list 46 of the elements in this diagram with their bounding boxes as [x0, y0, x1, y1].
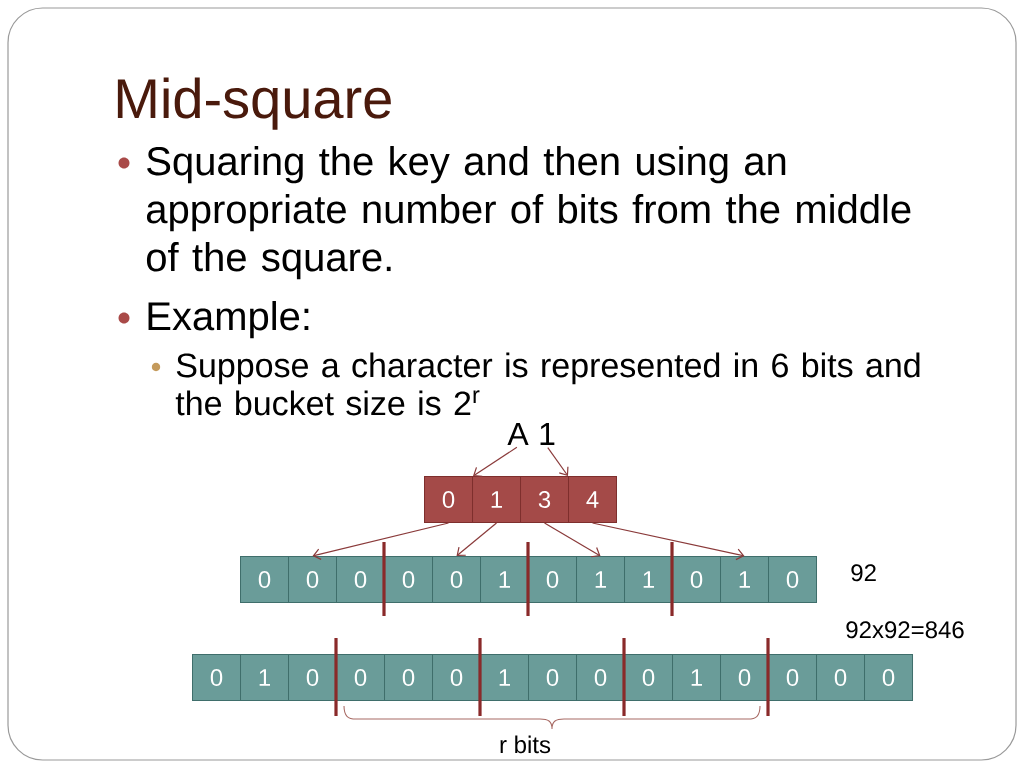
digit-box: 1 [472, 476, 521, 523]
bit-cell: 0 [288, 556, 337, 603]
arrow [473, 446, 518, 477]
bit-cell: 0 [576, 654, 625, 701]
bit-cell: 0 [384, 654, 433, 701]
arrow [591, 522, 745, 561]
bit-cell: 0 [720, 654, 769, 701]
bit-cell: 1 [720, 556, 769, 603]
digit-box: 0 [424, 476, 473, 523]
bit-cell: 1 [480, 654, 529, 701]
bit-cell: 0 [768, 654, 817, 701]
bit-cell: 0 [624, 654, 673, 701]
bit-cell: 0 [816, 654, 865, 701]
bit-cell: 0 [768, 556, 817, 603]
digit-box: 4 [568, 476, 617, 523]
title: Mid-square [117, 77, 391, 130]
key-character: A [507, 423, 529, 445]
key-character: 1 [540, 423, 555, 445]
bit-cell: 0 [384, 556, 433, 603]
value-label: 92 [851, 564, 876, 582]
equation-label: 92x92=846 [846, 621, 964, 639]
bit-cell: 0 [432, 654, 481, 701]
bit-cell: 0 [528, 654, 577, 701]
arrow [543, 522, 601, 558]
arrow [456, 522, 498, 556]
bullet-text: Suppose a character is represented in 6 bits and the bucket size is 2$^{r}$ [175, 352, 920, 416]
bit-cell: 0 [192, 654, 241, 701]
bit-cell: 0 [240, 556, 289, 603]
bit-cell: 1 [672, 654, 721, 701]
bit-cell: 1 [576, 556, 625, 603]
bit-cell: 1 [624, 556, 673, 603]
bit-cell: 1 [480, 556, 529, 603]
bit-cell: 0 [336, 654, 385, 701]
bit-cell: 0 [336, 556, 385, 603]
arrow [547, 447, 569, 476]
bullet-text: Squaring the key and then using an appropriate number of bits from the middle of the square. [146, 146, 911, 280]
bit-cell: 0 [672, 556, 721, 603]
bit-cell: 0 [864, 654, 913, 701]
bit-cell: 0 [288, 654, 337, 701]
digit-box: 3 [520, 476, 569, 523]
bit-cell: 1 [240, 654, 289, 701]
arrow [312, 522, 450, 560]
bit-cell: 0 [528, 556, 577, 603]
brace-label: r bits [500, 735, 551, 754]
bullet-text: Example: [148, 301, 309, 339]
bit-cell: 0 [432, 556, 481, 603]
